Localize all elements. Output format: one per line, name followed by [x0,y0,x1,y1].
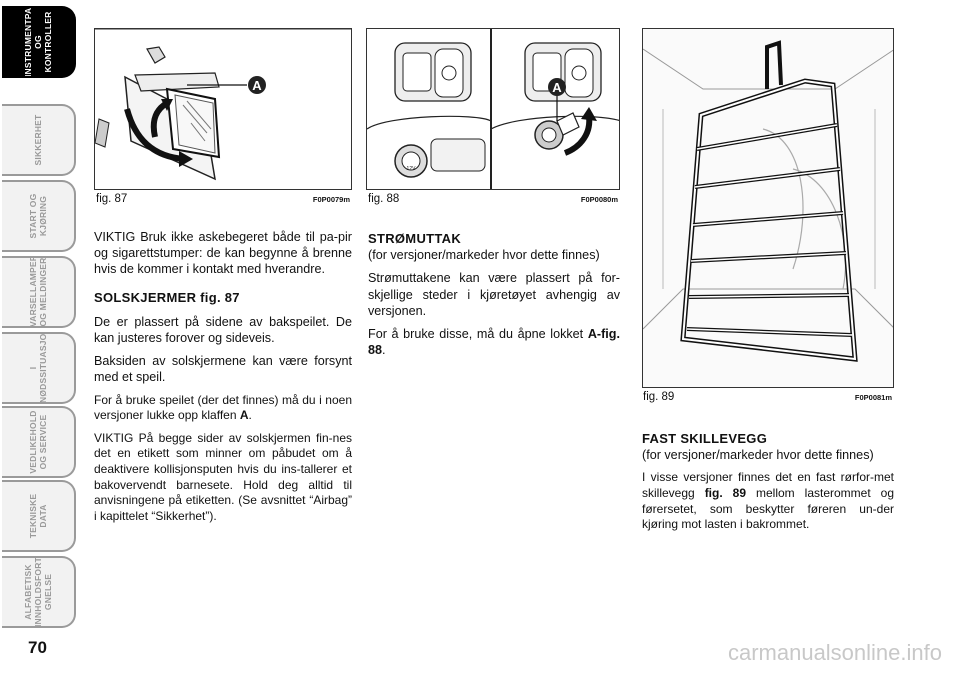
figure-89-partition [642,28,894,388]
figure-89-code: F0P0081m [854,393,892,402]
tab-start-og-kjoring[interactable]: START OG KJØRING [2,180,76,252]
text-run: mellom lasterommet og førersetet, som be… [642,486,894,532]
text-run-bold: A [239,408,249,423]
tab-varsellamper[interactable]: VARSELLAMPER OG MELDINGER [2,256,76,328]
figure-88-code: F0P0080m [580,195,618,204]
callout-a-marker [548,78,566,96]
column-sun-visors: VIKTIG Bruk ikke askebegeret både til pa… [94,229,352,531]
text-run-bold: fig. 89 [704,486,747,500]
tab-label: VEDLIKEHOLD OG SERVICE [28,410,48,474]
paragraph-visor-position: De er plassert på sidene av bakspeilet. … [94,314,352,346]
column-partition: FAST SKILLEVEGG (for versjoner/markeder … [642,429,894,540]
callout-a-marker [248,76,266,94]
figure-88-power-outlet: 12V A [366,28,620,190]
tab-label: START OG KJØRING [28,193,48,239]
paragraph-open-lid: For å bruke disse, må du åpne lokket A-f… [368,326,620,358]
text-run: . [382,343,386,358]
partition-illustration [643,29,893,387]
tab-instrumentpanel[interactable]: INSTRUMENTPANEL OG KONTROLLER [2,6,76,78]
text-run-bold: A-fig. 88 [368,327,620,358]
tab-label: ALFABETISK INNHOLDSFORTE- GNELSE [23,556,53,627]
paragraph-partition-description: I visse versjoner finnes det en fast rør… [642,470,894,532]
paragraph-visor-mirror: Baksiden av solskjermene kan være forsyn… [94,354,352,385]
subheading-availability: (for versjoner/markeder hvor dette finne… [368,248,600,263]
heading-fast-skillevegg: FAST SKILLEVEGG [642,431,768,446]
text-run: . [248,408,252,423]
figure-87-code: F0P0079m [312,195,350,204]
page-number: 70 [28,638,47,657]
chapter-sidebar: INSTRUMENTPANEL OG KONTROLLER SIKKERHET … [0,0,80,640]
figure-89-caption: fig. 89 [643,391,675,403]
sun-visor-illustration: A [95,29,351,181]
callout-a-label: A [252,78,262,93]
tab-vedlikehold[interactable]: VEDLIKEHOLD OG SERVICE [2,406,76,478]
heading-solskjermer: SOLSKJERMER fig. 87 [94,289,240,305]
tab-label: VARSELLAMPER OG MELDINGER [28,256,48,327]
tab-label: INSTRUMENTPANEL OG KONTROLLER [23,6,53,77]
watermark: carmanualsonline.info [727,640,942,665]
tab-label: SIKKERHET [33,114,43,166]
tab-tekniske-data[interactable]: TEKNISKE DATA [2,480,76,552]
text-run: For å bruke speilet (der det finnes) må … [94,392,352,423]
paragraph-ashtray-warning: VIKTIG Bruk ikke askebegeret både til pa… [94,230,352,277]
heading-stromuttak: STRØMUTTAK [368,231,462,246]
text-run: For å bruke disse, må du åpne lokket [368,327,588,342]
paragraph-outlet-location: Strømuttakene kan være plassert på for-s… [368,271,620,318]
paragraph-airbag-warning: VIKTIG På begge sider av solskjermen fin… [94,430,352,523]
tab-label: TEKNISKE DATA [28,493,48,539]
tab-nodssituasjoner[interactable]: I NØDSSITUASJONER [2,332,76,404]
subheading-availability: (for versjoner/markeder hvor dette finne… [642,448,874,463]
power-outlet-illustration: 12V A [367,29,619,189]
socket-12v-label: 12V [407,166,417,172]
figure-87-sun-visor: A [94,28,352,190]
text-run: I visse versjoner finnes det en fast rør… [642,470,894,500]
callout-a-label: A [552,80,562,95]
paragraph-mirror-flap: For å bruke speilet (der det finnes) må … [94,393,352,424]
tab-sikkerhet[interactable]: SIKKERHET [2,104,76,176]
figure-87-caption: fig. 87 [96,193,128,205]
tab-label: I NØDSSITUASJONER [28,332,48,403]
figure-88-caption: fig. 88 [368,193,400,205]
tab-alfabetisk[interactable]: ALFABETISK INNHOLDSFORTE- GNELSE [2,556,76,628]
column-power-outlet: STRØMUTTAK (for versjoner/markeder hvor … [368,229,620,365]
